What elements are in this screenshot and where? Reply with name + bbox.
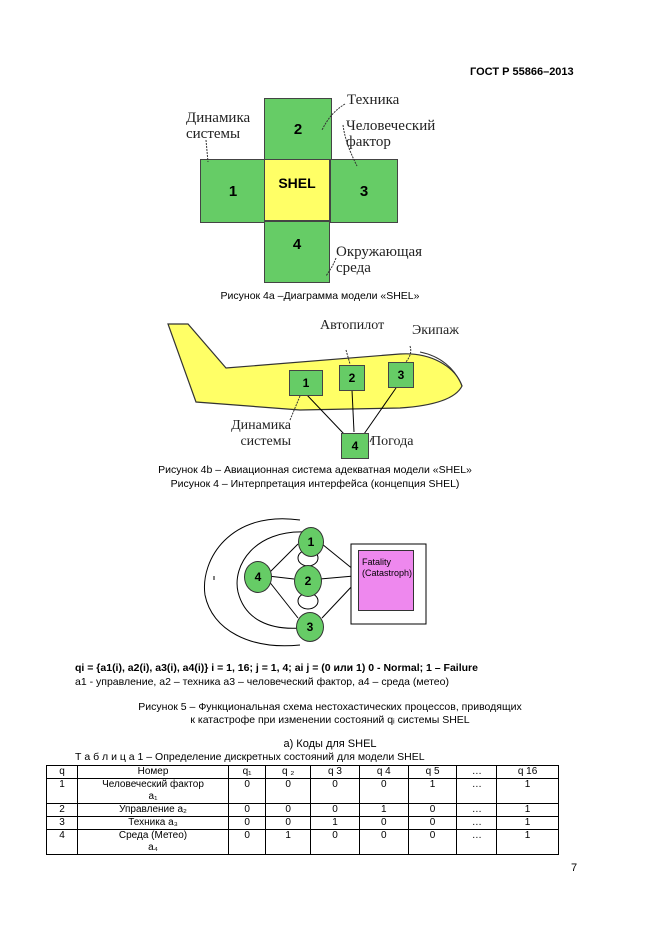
figure-4-caption: Рисунок 4 – Интерпретация интерфейса (ко… <box>170 478 460 490</box>
row-value: 1 <box>407 778 458 804</box>
aircraft-drawing <box>167 323 463 443</box>
row-value: 0 <box>227 816 267 830</box>
row-name: Управление a₂ <box>77 803 229 817</box>
row-value: … <box>456 816 498 830</box>
table-header-cell: q 5 <box>407 765 458 779</box>
document-header: ГОСТ Р 55866–2013 <box>470 66 574 78</box>
row-value: 0 <box>265 816 312 830</box>
table-title: Т а б л и ц а 1 – Определение дискретных… <box>75 751 425 763</box>
label-autopilot: Автопилот <box>320 318 385 333</box>
figure-4a-caption: Рисунок 4а –Диаграмма модели «SHEL» <box>220 290 420 302</box>
figure-4a-leader-lines <box>205 103 358 277</box>
fatality-box: Fatality (Catastroph) <box>358 550 414 611</box>
row-name-sub: a₁ <box>148 791 158 802</box>
node-4: 4 <box>244 561 272 593</box>
figure-4b-caption: Рисунок 4b – Авиационная система адекват… <box>158 464 472 476</box>
row-q: 3 <box>46 816 78 830</box>
functional-scheme-drawing <box>203 518 427 647</box>
table-header-cell: q ₂ <box>265 765 312 779</box>
row-value: … <box>456 778 498 804</box>
table-row: 2 Управление a₂ 0 0 0 1 0 … 1 <box>46 803 559 817</box>
row-value: 1 <box>496 829 559 855</box>
row-value: … <box>456 829 498 855</box>
row-value: 1 <box>496 778 559 804</box>
label-system-dynamics-4b: Динамика системы <box>231 418 291 449</box>
row-value: 0 <box>310 803 360 817</box>
table-row: 3 Техника a₃ 0 0 1 0 0 … 1 <box>46 816 559 830</box>
table-header-cell: q₁ <box>227 765 267 779</box>
shel-cell-3: 3 <box>330 159 398 223</box>
row-value: 1 <box>496 816 559 830</box>
row-value: 0 <box>265 803 312 817</box>
row-value: 0 <box>310 778 360 804</box>
label-system-dynamics: Динамика системы <box>186 110 251 142</box>
figure-5-caption-line-1: Рисунок 5 – Функциональная схема нестоха… <box>138 701 522 713</box>
aircraft-box-4: 4 <box>341 433 369 459</box>
fatality-sub-label: (Catastroph) <box>362 568 413 578</box>
label-technics: Техника <box>347 92 400 108</box>
row-value: 1 <box>358 803 409 817</box>
formula-line-2: a1 - управление, a2 – техника a3 – челов… <box>75 676 449 688</box>
node-3: 3 <box>296 612 324 642</box>
row-q: 4 <box>46 829 78 855</box>
fatality-label: Fatality <box>362 557 392 567</box>
row-value: 0 <box>407 829 458 855</box>
row-value: 0 <box>358 816 409 830</box>
table-header-row: q Номер q₁ q ₂ q 3 q 4 q 5 … q 16 <box>46 765 559 779</box>
row-q: 2 <box>46 803 78 817</box>
states-table: q Номер q₁ q ₂ q 3 q 4 q 5 … q 16 1 Чело… <box>46 765 559 855</box>
figure-5-caption-line-2: к катастрофе при изменении состояний qᵢ … <box>190 714 470 726</box>
shel-cell-center: SHEL <box>264 159 330 221</box>
table-header-cell: q 4 <box>358 765 409 779</box>
row-name-text: Среда (Метео) <box>118 830 188 841</box>
row-value: … <box>456 803 498 817</box>
row-value: 0 <box>227 829 267 855</box>
row-value: 1 <box>496 803 559 817</box>
table-row: 4 Среда (Метео)a₄ 0 1 0 0 0 … 1 <box>46 829 559 855</box>
aircraft-box-1: 1 <box>289 370 323 396</box>
row-value: 0 <box>407 816 458 830</box>
row-value: 0 <box>265 778 312 804</box>
table-header-cell: Номер <box>77 765 229 779</box>
row-value: 1 <box>310 816 360 830</box>
aircraft-box-2: 2 <box>339 365 365 391</box>
formula-line-1: qi = {a1(i), a2(i), a3(i), a4(i)} i = 1,… <box>75 662 478 674</box>
row-name-sub: a₄ <box>148 842 158 853</box>
label-weather: Погода <box>371 434 414 449</box>
label-crew: Экипаж <box>412 323 459 338</box>
row-value: 0 <box>358 778 409 804</box>
aircraft-box-3: 3 <box>388 362 414 388</box>
row-value: 1 <box>265 829 312 855</box>
row-value: 0 <box>227 803 267 817</box>
node-1: 1 <box>298 527 324 557</box>
row-value: 0 <box>407 803 458 817</box>
table-header-cell: q 16 <box>496 765 559 779</box>
row-name: Среда (Метео)a₄ <box>77 829 229 855</box>
label-human-factor: Человеческий фактор <box>346 118 436 150</box>
table-header-cell: q <box>46 765 78 779</box>
table-subtitle: а) Коды для SHEL <box>283 738 377 750</box>
table-header-cell: q 3 <box>310 765 360 779</box>
row-value: 0 <box>310 829 360 855</box>
row-q: 1 <box>46 778 78 804</box>
label-environment: Окружающая среда <box>336 244 423 276</box>
table-header-cell: … <box>456 765 498 779</box>
shel-cell-4: 4 <box>264 221 330 283</box>
node-2: 2 <box>294 565 322 597</box>
page-number: 7 <box>571 862 578 874</box>
row-value: 0 <box>358 829 409 855</box>
row-name: Техника a₃ <box>77 816 229 830</box>
row-value: 0 <box>227 778 267 804</box>
row-name-text: Человеческий фактор <box>102 779 204 790</box>
